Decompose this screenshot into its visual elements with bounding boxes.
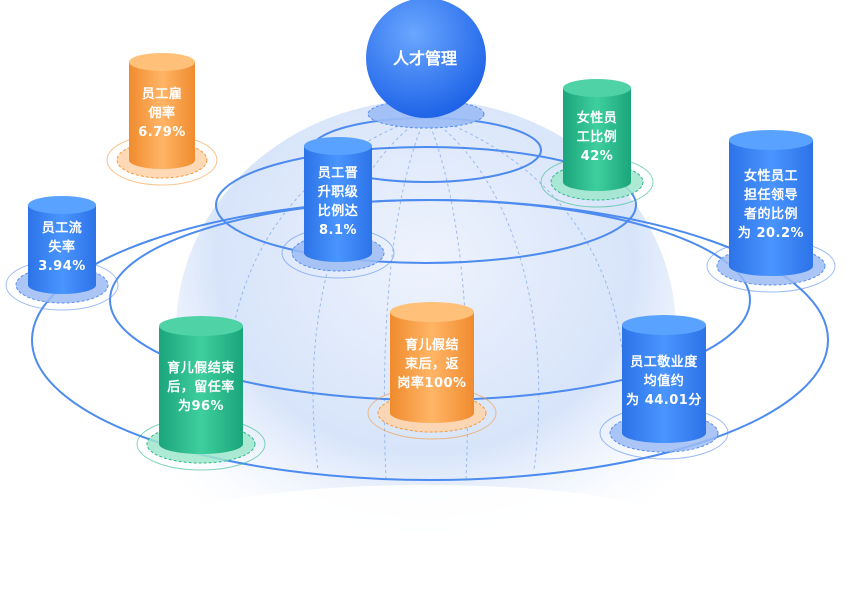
- metric-cylinder-promote: [281, 137, 395, 279]
- metric-line: 失率: [48, 239, 76, 255]
- metric-line: 后，留任率: [167, 379, 235, 395]
- metric-label-retention: 育儿假结束后，留任率为96%: [141, 359, 261, 416]
- ring-mid: [215, 146, 637, 264]
- ring-outer: [31, 199, 829, 481]
- metric-line: 员工雇: [141, 86, 183, 102]
- metric-line: 者的比例: [743, 207, 798, 222]
- metric-line: 育儿假结: [404, 338, 459, 353]
- metric-line: 女性员工: [743, 169, 798, 184]
- metric-line: 3.94%: [38, 258, 86, 274]
- metric-label-return: 育儿假结束后，返岗率100%: [372, 336, 492, 393]
- metric-label-female: 女性员工比例 42%: [537, 109, 657, 166]
- metric-cylinder-engage: [599, 315, 729, 460]
- metric-label-hire: 员工雇佣率 6.79%: [102, 85, 222, 142]
- metric-line: 岗率100%: [397, 376, 467, 391]
- metric-cylinder-female: [540, 79, 654, 208]
- metric-label-female-lead: 女性员工担任领导者的比例为 20.2%: [711, 167, 831, 243]
- metric-line: 佣率: [148, 105, 176, 121]
- center-ball: [366, 0, 486, 118]
- metric-line: 升职级: [317, 184, 359, 200]
- metric-line: 为 20.2%: [737, 226, 805, 241]
- metric-line: 女性员: [576, 110, 618, 126]
- metric-line: 束后，返: [404, 357, 459, 372]
- metric-line: 均值约: [643, 373, 685, 389]
- metric-line: 6.79%: [138, 124, 186, 140]
- metric-line: 为96%: [177, 398, 225, 414]
- metric-line: 员工流: [41, 220, 83, 236]
- metric-label-engage: 员工敬业度均值约为 44.01分: [604, 353, 724, 410]
- metric-line: 员工晋: [317, 165, 359, 181]
- center-title: 人才管理: [392, 49, 457, 68]
- metric-line: 为 44.01分: [626, 392, 702, 408]
- metric-label-turnover: 员工流失率 3.94%: [2, 219, 122, 276]
- metric-line: 42%: [580, 148, 614, 164]
- metric-line: 员工敬业度: [630, 354, 698, 370]
- metric-cylinder-turnover: [5, 196, 119, 311]
- metric-cylinder-hire: [106, 53, 218, 186]
- metric-line: 8.1%: [318, 222, 358, 238]
- metric-cylinder-return: [367, 302, 497, 440]
- metric-label-promote: 员工晋升职级比例达 8.1%: [278, 164, 398, 240]
- metric-line: 比例达: [317, 203, 359, 219]
- metric-line: 担任领导: [743, 188, 798, 203]
- metric-line: 工比例: [576, 129, 618, 145]
- metric-cylinder-female-lead: [706, 130, 836, 293]
- metric-cylinder-retention: [136, 316, 266, 471]
- metric-line: 育儿假结束: [167, 360, 235, 376]
